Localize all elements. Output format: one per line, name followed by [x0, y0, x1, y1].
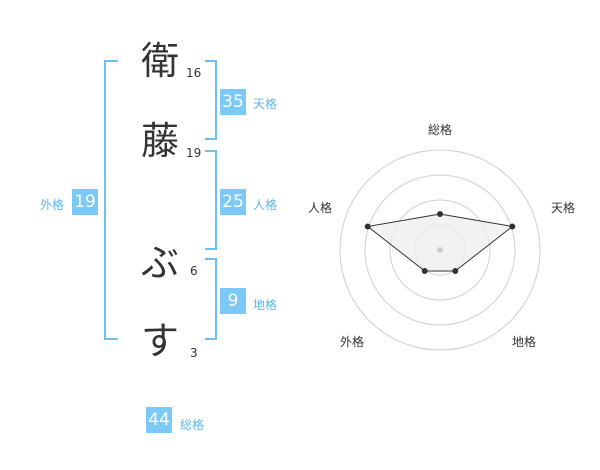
chikaku-value: 9 [220, 288, 246, 314]
gaikaku-bracket [104, 60, 118, 340]
radar-point [364, 223, 371, 230]
radar-label-chikaku: 地格 [512, 334, 536, 349]
soukaku-label: 総格 [180, 418, 205, 432]
radar-label-soukaku: 総格 [428, 122, 452, 137]
jinkaku-bracket [205, 150, 217, 250]
soukaku-value: 44 [146, 407, 172, 433]
tenkaku-bracket [205, 60, 217, 140]
radar-point [452, 268, 459, 275]
radar-center [437, 247, 443, 253]
gaikaku-value: 19 [72, 189, 98, 215]
name-char-2: 藤 [141, 119, 180, 163]
chikaku-bracket [205, 258, 217, 340]
tenkaku-label: 天格 [253, 97, 278, 111]
name-char-4: す [141, 319, 180, 363]
radar-rings [339, 149, 541, 351]
radar-label-jinkaku: 人格 [308, 200, 332, 215]
radar-ring [339, 149, 541, 351]
radar-point [437, 211, 443, 217]
radar-ring [364, 174, 516, 326]
chikaku-label: 地格 [253, 298, 278, 312]
jinkaku-value: 25 [220, 189, 246, 215]
gaikaku-label: 外格 [40, 198, 65, 212]
stroke-count-1: 16 [186, 66, 202, 80]
radar-label-tenkaku: 天格 [551, 200, 575, 215]
stroke-count-3: 6 [190, 264, 198, 278]
radar-area [366, 213, 514, 272]
radar-point [509, 223, 516, 230]
stroke-count-4: 3 [190, 346, 198, 360]
name-char-1: 衛 [141, 39, 180, 83]
name-char-3: ぶ [141, 241, 180, 285]
radar-chart: 総格 天格 地格 外格 人格 [308, 122, 575, 351]
radar-point [421, 268, 428, 275]
radar-points [364, 211, 516, 275]
radar-ring [389, 199, 491, 301]
tenkaku-value: 35 [220, 89, 246, 115]
jinkaku-label: 人格 [253, 198, 278, 212]
stroke-count-2: 19 [186, 146, 202, 160]
radar-label-gaikaku: 外格 [340, 334, 364, 349]
